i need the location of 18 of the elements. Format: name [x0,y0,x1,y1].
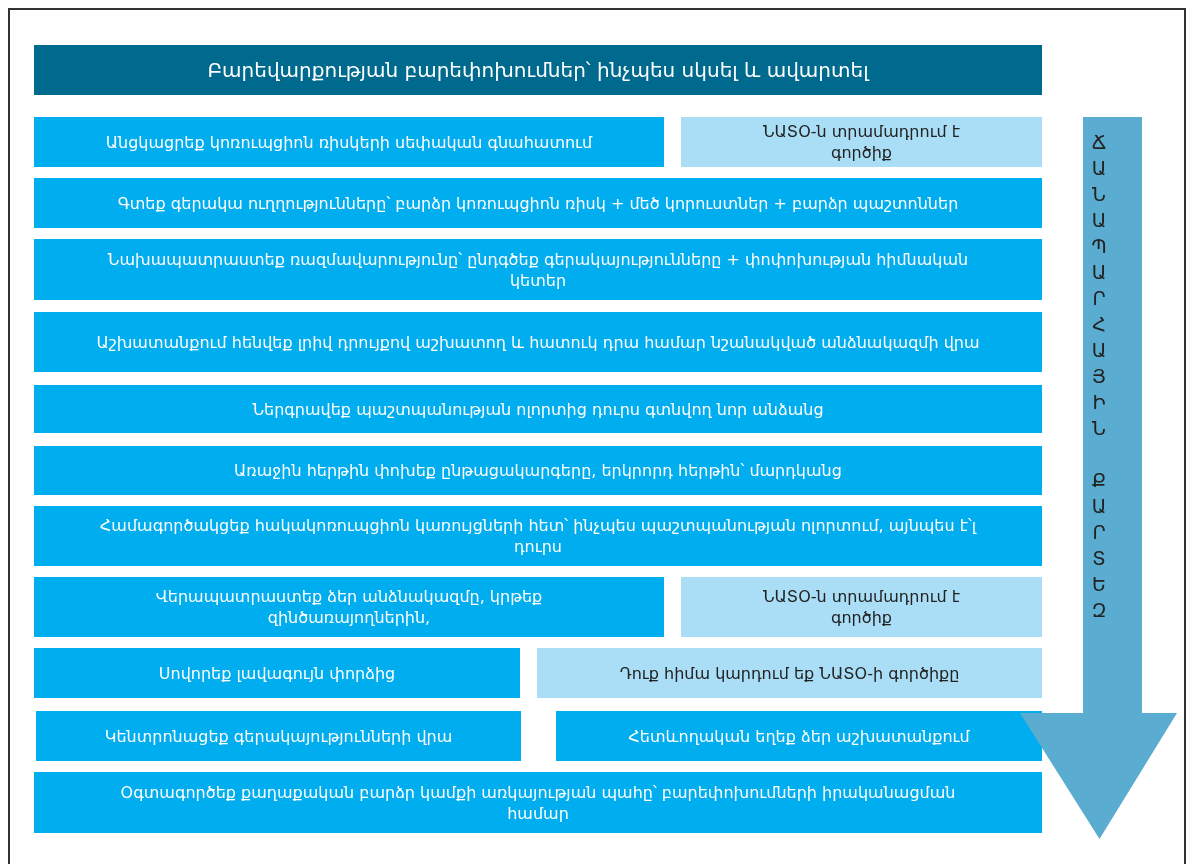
step-box: Համագործակցեք հակակոռուպցիոն կառույցների հետ՝ ինչպես պաշտպանության ոլորտում, այնպես է՝լ դուրս [34,506,1042,566]
step-box: Գտեք գերակա ուղղությունները՝ բարձր կոռուպցիոն ռիսկ + մեծ կորուստներ + բարձր պաշտոններ [34,178,1042,228]
step-box: Առաջին հերթին փոխեք ընթացակարգերը, երկրորդ հերթին՝ մարդկանց [34,446,1042,495]
step-box: Կենտրոնացեք գերակայությունների վրա [36,711,521,761]
step-box: Վերապատրաստեք ձեր անձնակազմը, կրթեք զինծառայողներին, [34,577,664,637]
vertical-label: ՃԱՆԱՊԱՐՀԱՅԻՆ ՔԱՐՏԵԶ [1087,131,1111,625]
step-box: Օգտագործեք քաղաքական բարձր կամքի առկայության պահը՝ բարեփոխումների իրականացման համար [34,772,1042,833]
step-box: Սովորեք լավագույն փորձից [34,648,520,698]
note-box: ՆԱՏՕ-ն տրամադրում է գործիք [681,577,1042,637]
step-box: Հետևողական եղեք ձեր աշխատանքում [556,711,1042,761]
title-banner: Բարեվարքության բարեփոխումներ՝ ինչպես սկսել և ավարտել [34,45,1042,95]
down-arrow [1020,117,1177,839]
step-box: Նախապատրաստեք ռազմավարությունը՝ ընդգծեք գերակայությունները + փոփոխության հիմնական կետեր [34,239,1042,300]
step-box: Աշխատանքում հենվեք լրիվ դրույքով աշխատող և հատուկ դրա համար նշանակված անձնակազմի վրա [34,312,1042,372]
note-box: ՆԱՏՕ-ն տրամադրում է գործիք [681,117,1042,167]
step-box: Ներգրավեք պաշտպանության ոլորտից դուրս գտնվող նոր անձանց [34,385,1042,433]
note-box: Դուք հիմա կարդում եք ՆԱՏՕ-ի գործիքը [537,648,1042,698]
step-box: Անցկացրեք կոռուպցիոն ռիսկերի սեփական գնահատում [34,117,664,167]
